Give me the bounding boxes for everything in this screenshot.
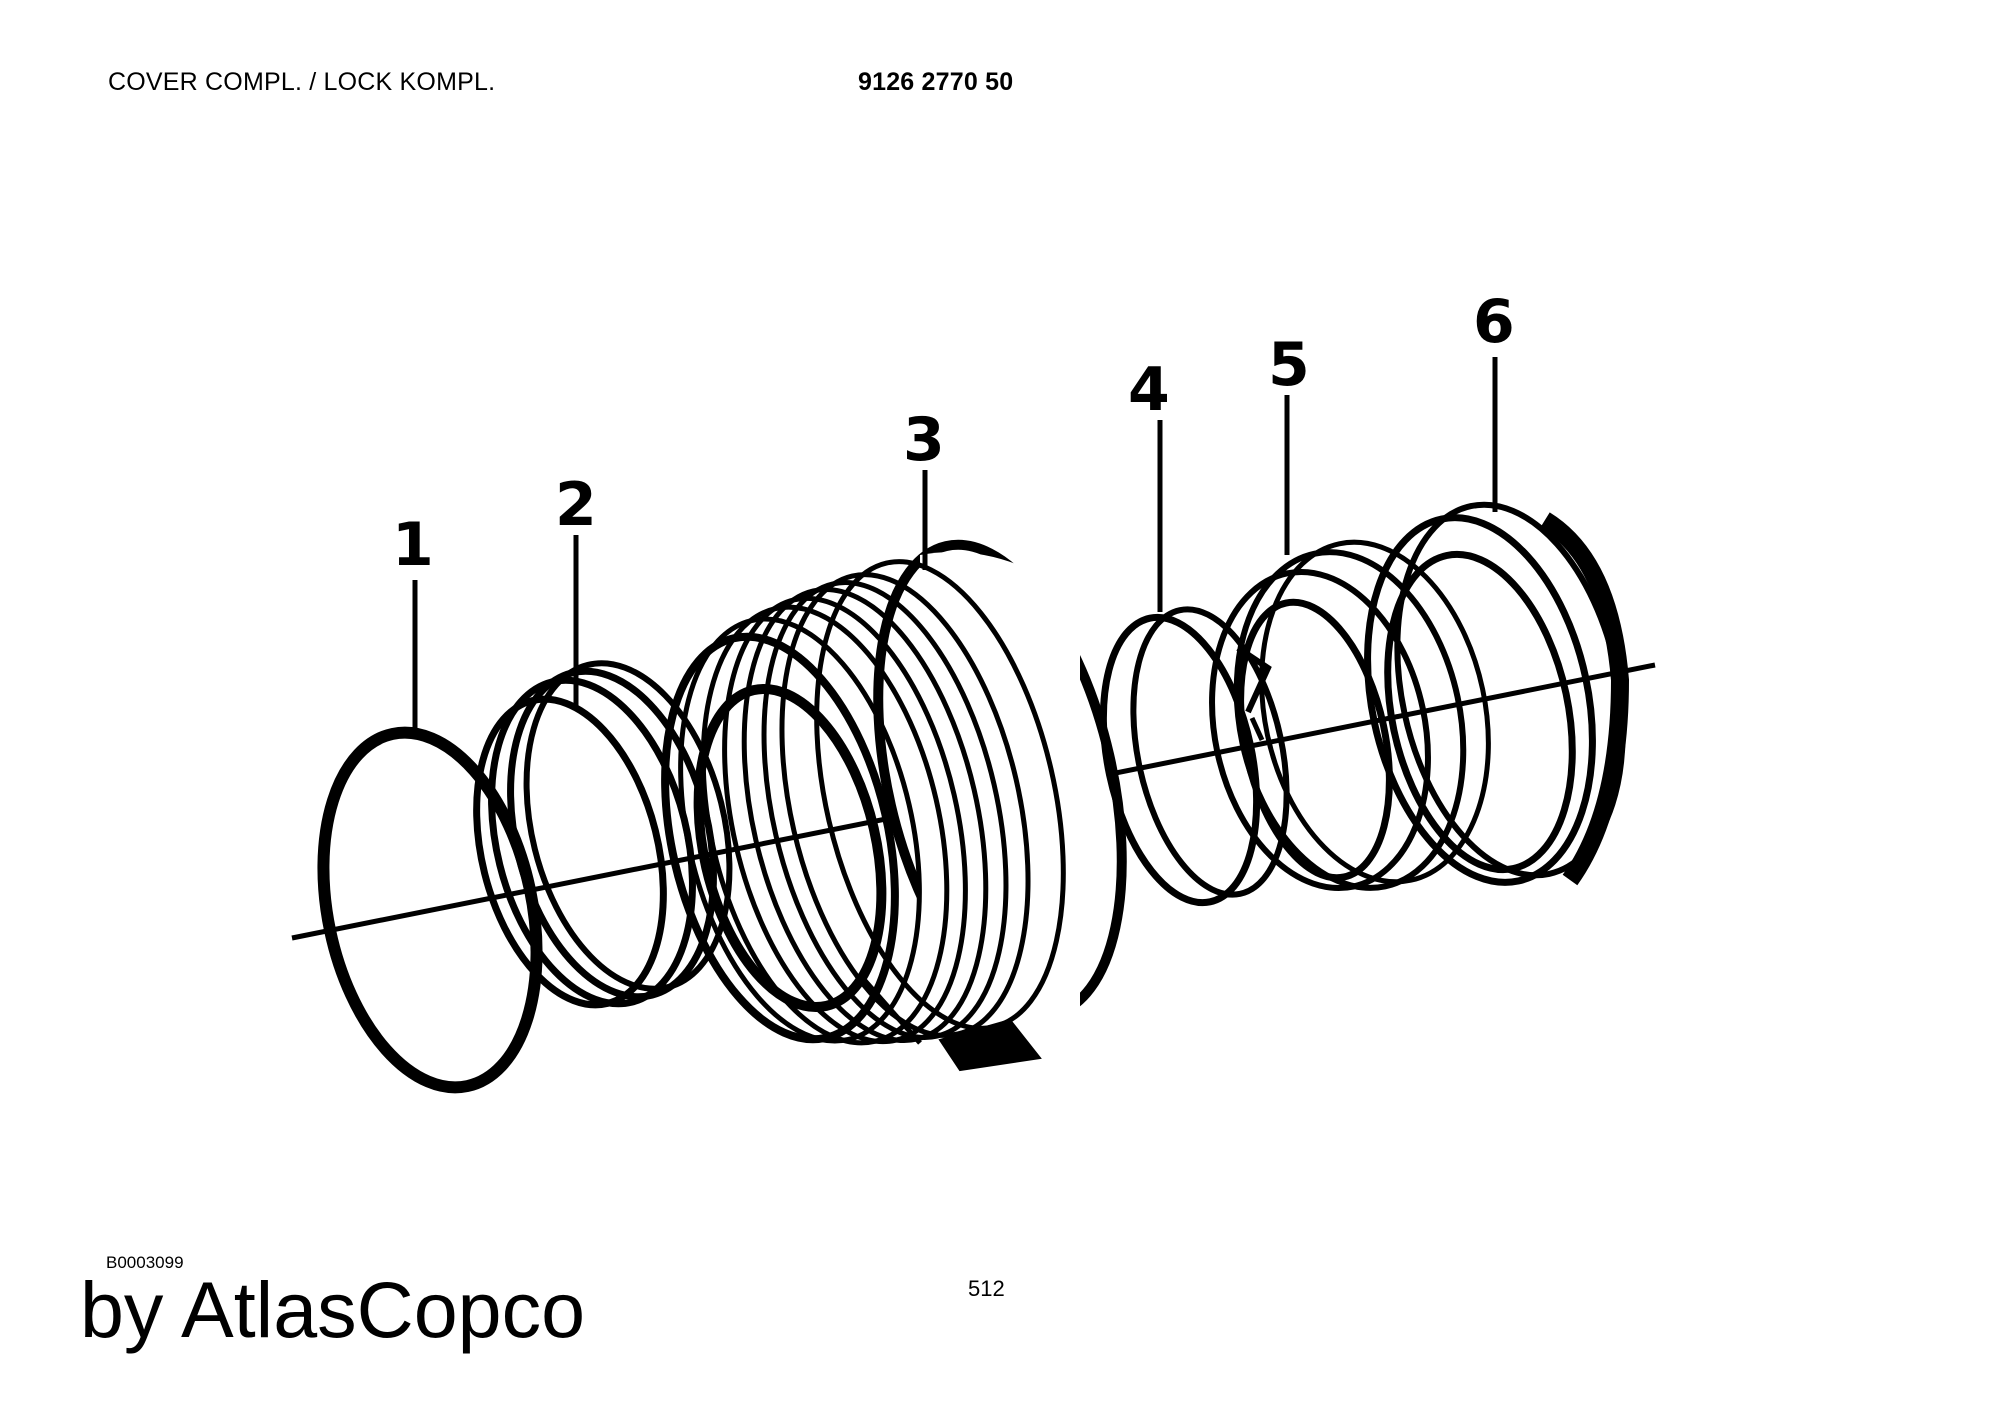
brand-watermark: by AtlasCopco [80,1265,586,1354]
callout-4: 4 [1128,355,1170,425]
callout-5: 5 [1268,330,1310,400]
callout-1: 1 [392,510,434,580]
part-4-split-ring [1099,606,1290,907]
drawing-code: B0003099 [106,1253,184,1272]
page-number: 512 [968,1276,1005,1301]
part-3-threaded-cover [661,539,1127,1072]
part-6-wiper-ring [1364,501,1630,886]
part-number: 9126 2770 50 [858,68,1014,96]
callout-6: 6 [1473,287,1515,357]
document-title: COVER COMPL. / LOCK KOMPL. [108,68,496,96]
callout-2: 2 [555,470,597,540]
callout-leader-lines [412,357,1498,730]
callout-3: 3 [903,405,945,475]
part-5-seal-ring [1209,539,1491,892]
callout-numbers: 1 2 3 4 5 6 [392,287,1515,580]
